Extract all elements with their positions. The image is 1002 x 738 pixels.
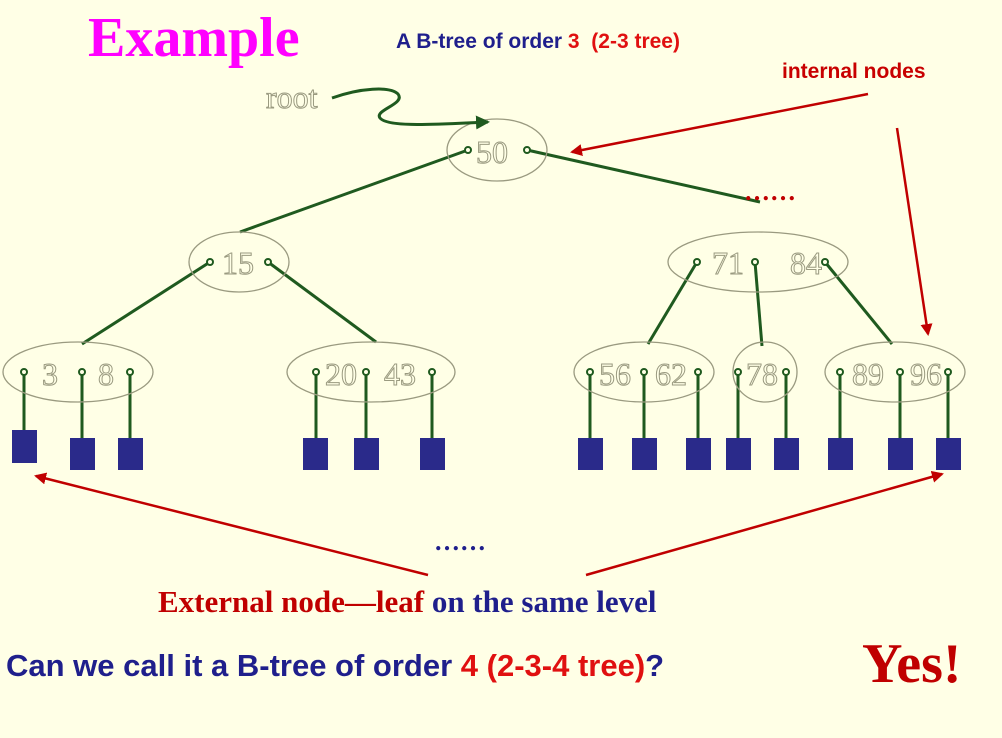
leaf-node xyxy=(354,438,379,470)
leaf-node xyxy=(12,430,37,463)
key-label: 50 xyxy=(476,134,508,170)
subtitle-order: 3 xyxy=(567,30,580,53)
external-node-caption: External node—leaf on the same level xyxy=(158,584,657,620)
leaf-node xyxy=(936,438,961,470)
root-label: root xyxy=(266,79,318,115)
subtitle: A B-tree of order 3 (2-3 tree) xyxy=(396,30,680,54)
external-nodes xyxy=(12,430,961,470)
question-prefix: Can we call it a B-tree of order xyxy=(6,648,461,683)
leaf-node xyxy=(420,438,445,470)
internal-node-outlines xyxy=(2,118,966,403)
leaf-node xyxy=(578,438,603,470)
leaf-node xyxy=(686,438,711,470)
leaf-node xyxy=(774,438,799,470)
internal-nodes-label: internal nodes xyxy=(782,60,926,83)
leaf-edges xyxy=(22,372,950,440)
leaf-node xyxy=(118,438,143,470)
edge-15-20-43 xyxy=(267,260,377,344)
leaf-node xyxy=(70,438,95,470)
subtitle-prefix: A B-tree of order xyxy=(396,30,568,53)
caption-part2: leaf xyxy=(375,584,425,619)
ellipsis-top: …… xyxy=(744,177,796,206)
key-label: 20 xyxy=(325,356,357,392)
leaf-node xyxy=(888,438,913,470)
edge-71-84-78 xyxy=(753,261,764,347)
key-label: 8 xyxy=(98,356,114,392)
key-label: 3 xyxy=(42,356,58,392)
key-label: 62 xyxy=(655,356,687,392)
tree-edges xyxy=(81,148,894,347)
caption-part3: on the same level xyxy=(424,584,657,619)
caption-part1: External node— xyxy=(158,584,376,619)
slide-title: Example xyxy=(88,7,300,69)
answer-text: Yes! xyxy=(862,633,962,695)
key-label: 96 xyxy=(910,356,942,392)
question-text: Can we call it a B-tree of order 4 (2-3-… xyxy=(6,648,664,684)
edge-84-89-96 xyxy=(823,261,894,345)
leaf-node xyxy=(303,438,328,470)
key-label: 71 xyxy=(712,245,744,281)
key-label: 56 xyxy=(599,356,631,392)
subtitle-suffix: (2-3 tree) xyxy=(591,30,680,53)
edge-50-15 xyxy=(239,148,469,234)
leaf-node xyxy=(632,438,657,470)
key-label: 84 xyxy=(790,245,822,281)
question-highlight: 4 (2-3-4 tree) xyxy=(460,648,646,683)
question-suffix: ? xyxy=(645,648,665,683)
ellipsis-bottom: …… xyxy=(434,527,486,556)
key-label: 78 xyxy=(746,356,778,392)
leaf-node xyxy=(828,438,853,470)
key-label: 89 xyxy=(852,356,884,392)
edge-50-71-84 xyxy=(526,148,761,204)
edge-71-56-62 xyxy=(646,261,699,345)
root-pointer-arrow xyxy=(331,87,490,130)
key-label: 43 xyxy=(384,356,416,392)
annotation-arrows xyxy=(34,92,944,577)
key-label: 15 xyxy=(222,245,254,281)
edge-15-3-8 xyxy=(81,260,211,346)
leaf-node xyxy=(726,438,751,470)
pointer-dots xyxy=(20,146,952,376)
